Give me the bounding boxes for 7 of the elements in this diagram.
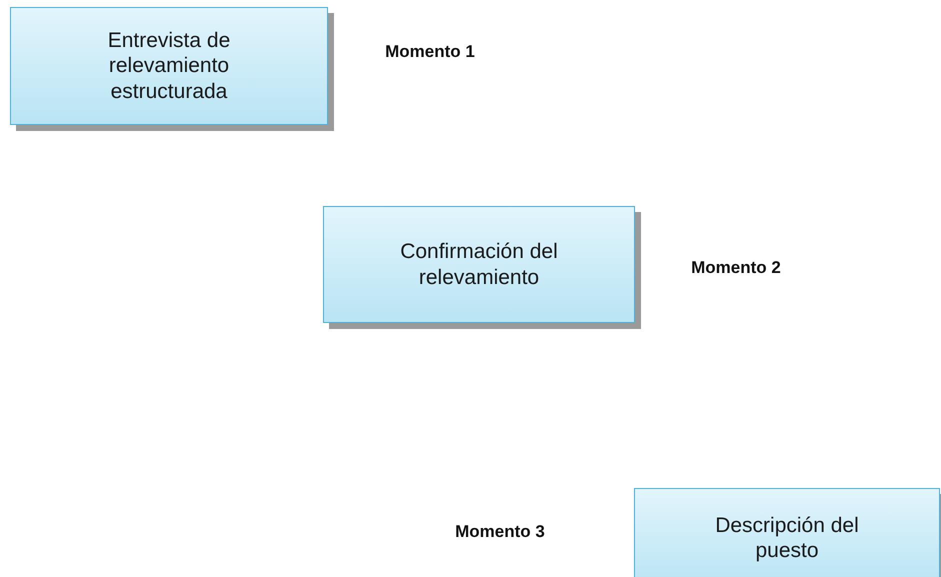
box-text: Entrevista de relevamiento estructurada — [106, 28, 232, 104]
step-label: Momento 3 — [455, 522, 545, 542]
step-label: Momento 1 — [385, 42, 475, 62]
box-text: Confirmación del relevamiento — [399, 239, 559, 290]
box-text: Descripción del puesto — [714, 512, 860, 564]
step-label: Momento 2 — [691, 258, 781, 278]
process-box — [634, 488, 940, 577]
